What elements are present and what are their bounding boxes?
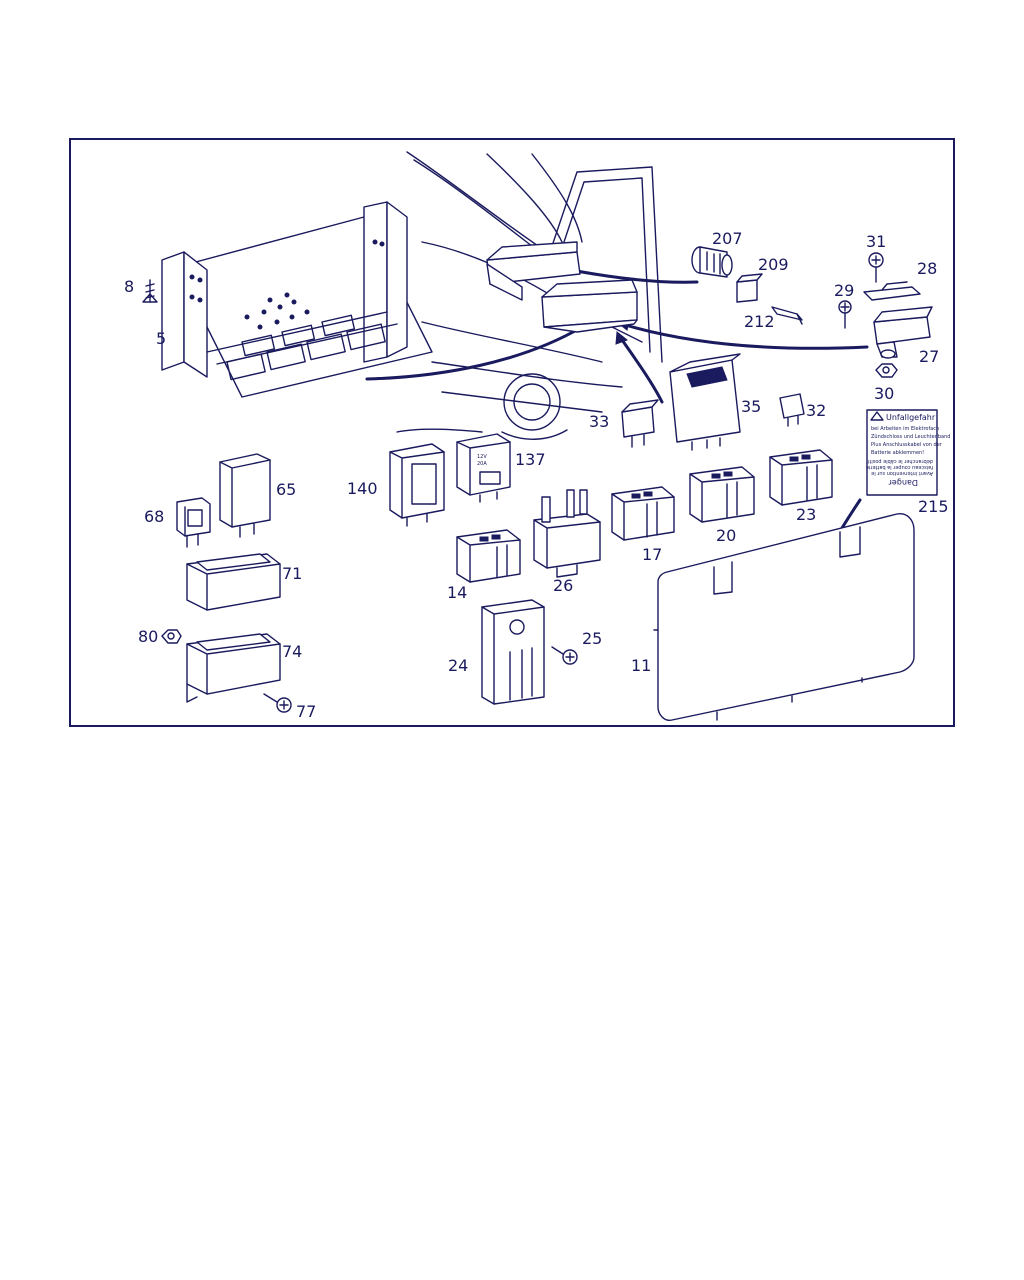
fuse-32 bbox=[779, 393, 805, 427]
callout-215: 215 bbox=[918, 497, 949, 516]
callout-25: 25 bbox=[582, 629, 602, 648]
relay-base-14 bbox=[456, 529, 521, 583]
relay-socket-26 bbox=[533, 489, 601, 578]
parts-diagram-frame: Unfallgefahr bei Arbeiten im Elektrofach… bbox=[69, 138, 955, 727]
bracket-27 bbox=[873, 306, 933, 359]
relay-base-17 bbox=[611, 486, 675, 541]
callouts: 8 5 207 209 212 31 28 29 27 30 35 32 33 … bbox=[124, 229, 949, 721]
callout-77: 77 bbox=[296, 702, 316, 721]
relay-holder-74 bbox=[186, 633, 281, 703]
callout-137: 137 bbox=[515, 450, 546, 469]
warning-label-flipped-line3: débrancher le câble positif bbox=[866, 458, 933, 465]
callout-71: 71 bbox=[282, 564, 302, 583]
warning-label-215: Unfallgefahr bei Arbeiten im Elektrofach… bbox=[866, 409, 950, 496]
callout-31: 31 bbox=[866, 232, 886, 251]
callout-207: 207 bbox=[712, 229, 743, 248]
callout-212: 212 bbox=[744, 312, 775, 331]
callout-28: 28 bbox=[917, 259, 937, 278]
warning-label-flipped-line2: faisceau couper la batterie bbox=[866, 464, 933, 470]
callout-24: 24 bbox=[448, 656, 468, 675]
mounting-bracket-5 bbox=[161, 201, 433, 398]
callout-23: 23 bbox=[796, 505, 816, 524]
warning-label-title: Unfallgefahr bbox=[886, 413, 936, 422]
callout-8: 8 bbox=[124, 277, 134, 296]
callout-29: 29 bbox=[834, 281, 854, 300]
callout-30: 30 bbox=[874, 384, 894, 403]
warning-label-line1: bei Arbeiten im Elektrofach bbox=[871, 426, 939, 432]
callout-74: 74 bbox=[282, 642, 302, 661]
warning-label-line3: Plus Anschlusskabel von der bbox=[871, 442, 943, 448]
callout-5: 5 bbox=[156, 329, 166, 348]
callout-17: 17 bbox=[642, 545, 662, 564]
relay-68 bbox=[176, 497, 211, 548]
screw-31 bbox=[868, 252, 884, 283]
relay-holder-71 bbox=[186, 553, 281, 611]
callout-33: 33 bbox=[589, 412, 609, 431]
warning-label-flipped-title: Danger bbox=[888, 478, 918, 487]
screw-25 bbox=[551, 646, 578, 665]
cab-module-lower bbox=[541, 279, 638, 333]
terminal-212 bbox=[771, 306, 803, 325]
relay-140 bbox=[389, 443, 445, 527]
callout-209: 209 bbox=[758, 255, 789, 274]
callout-27: 27 bbox=[919, 347, 939, 366]
relay-137-marking-line2: 20A bbox=[477, 461, 487, 467]
callout-35: 35 bbox=[741, 397, 761, 416]
callout-68: 68 bbox=[144, 507, 164, 526]
cover-11 bbox=[653, 513, 915, 721]
cab-module-upper bbox=[486, 241, 581, 301]
relay-33 bbox=[621, 399, 659, 448]
relay-137-marking-line1: 12V bbox=[477, 454, 487, 460]
callout-32: 32 bbox=[806, 401, 826, 420]
callout-14: 14 bbox=[447, 583, 467, 602]
cab-outline bbox=[396, 151, 663, 440]
nut-80 bbox=[161, 629, 182, 644]
callout-80: 80 bbox=[138, 627, 158, 646]
relay-base-20 bbox=[689, 466, 755, 523]
warning-label-line4: Batterie abklemmen! bbox=[871, 450, 924, 456]
warning-label-line2: Zündschloss und Leuchtenband bbox=[871, 434, 950, 440]
callout-11: 11 bbox=[631, 656, 651, 675]
connector-209 bbox=[736, 273, 763, 303]
callout-65: 65 bbox=[276, 480, 296, 499]
nut-30 bbox=[875, 363, 898, 378]
relay-base-23 bbox=[769, 449, 833, 506]
plate-28 bbox=[863, 281, 921, 301]
relay-35 bbox=[669, 353, 741, 451]
screw-29 bbox=[838, 300, 852, 329]
warning-label-flipped-line1: Avant intervention sur le bbox=[871, 470, 933, 476]
screw-8 bbox=[142, 279, 158, 303]
bracket-24 bbox=[481, 599, 545, 705]
screw-77 bbox=[263, 693, 292, 713]
callout-140: 140 bbox=[347, 479, 378, 498]
callout-20: 20 bbox=[716, 526, 736, 545]
callout-26: 26 bbox=[553, 576, 573, 595]
fuse-relay-box-exploded-diagram: Unfallgefahr bei Arbeiten im Elektrofach… bbox=[124, 151, 950, 721]
relay-137: 12V 20A bbox=[456, 433, 511, 503]
switch-207 bbox=[691, 246, 733, 278]
relay-65 bbox=[219, 453, 271, 538]
